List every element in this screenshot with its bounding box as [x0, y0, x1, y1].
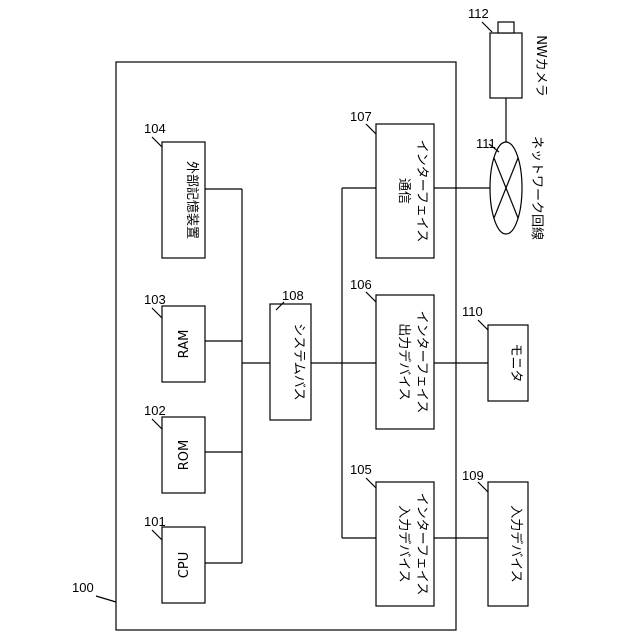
input-if-line2: インターフェイス: [414, 493, 429, 596]
input-device-ref: 109: [462, 468, 484, 483]
network-label: ネットワーク回線: [529, 136, 545, 240]
bus-label: システムバス: [291, 323, 306, 401]
camera-label: NWカメラ: [533, 35, 548, 97]
network-icon: [490, 142, 522, 234]
rom-ref: 102: [144, 403, 166, 418]
cpu-ref: 101: [144, 514, 166, 529]
input-if-line1: 入力デバイス: [396, 505, 412, 583]
monitor-leader: [478, 320, 488, 330]
comm-if-line1: 通信: [396, 178, 411, 204]
output-if-line2: インターフェイス: [414, 311, 429, 414]
storage-label: 外部記憶装置: [184, 161, 200, 239]
comm-if-line2: インターフェイス: [414, 140, 429, 243]
monitor-label: モニタ: [508, 343, 523, 382]
input-device-label: 入力デバイス: [508, 505, 524, 583]
camera-leader: [482, 22, 492, 32]
network-ref: 111: [476, 136, 496, 151]
input-device-leader: [478, 482, 488, 492]
cpu-label: CPU: [177, 552, 192, 578]
comm-if-ref: 107: [350, 109, 372, 124]
storage-ref: 104: [144, 121, 166, 136]
output-if-ref: 106: [350, 277, 372, 292]
system-ref: 100: [72, 580, 94, 595]
rom-label: ROM: [177, 440, 192, 470]
ram-label: RAM: [177, 330, 192, 359]
monitor-ref: 110: [462, 304, 483, 319]
camera-ref: 112: [468, 6, 489, 21]
input-if-ref: 105: [350, 462, 372, 477]
ram-ref: 103: [144, 292, 166, 307]
camera-icon: [490, 22, 522, 98]
system-leader: [96, 596, 116, 602]
output-if-line1: 出力デバイス: [396, 323, 412, 401]
bus-ref: 108: [282, 288, 304, 303]
